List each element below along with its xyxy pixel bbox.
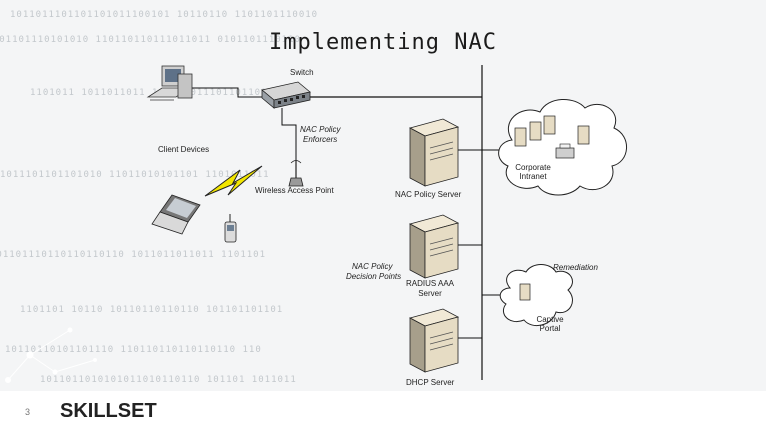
corporate-intranet-label-1: Corporate bbox=[515, 163, 551, 172]
remediation-cloud bbox=[499, 264, 573, 327]
binary-row: 1011101101101010 11011010101101 11010110… bbox=[0, 170, 270, 180]
captive-portal-server-icon bbox=[519, 283, 531, 301]
radius-label-2: Server bbox=[418, 289, 442, 298]
slide-title: Implementing NAC bbox=[269, 30, 497, 55]
client-devices-label: Client Devices bbox=[158, 145, 210, 154]
decision-points-label-2: Decision Points bbox=[346, 272, 402, 281]
skillset-logo-mark bbox=[5, 327, 97, 383]
nac-enforcers-label-1: NAC Policy bbox=[300, 125, 341, 134]
intranet-servers-icon bbox=[514, 115, 590, 159]
switch-label: Switch bbox=[290, 68, 314, 77]
binary-row: 1011011010101011010110110 101101 1011011 bbox=[40, 375, 297, 385]
lightning-icon bbox=[204, 165, 263, 197]
dhcp-server-icon bbox=[408, 308, 460, 373]
decision-points-label-1: NAC Policy bbox=[352, 262, 393, 271]
switch-ap-link bbox=[281, 108, 297, 160]
switch-icon bbox=[261, 81, 311, 109]
nac-policy-server-icon bbox=[408, 118, 460, 187]
binary-row: 1101101 10110 10110110110110 10110110110… bbox=[20, 305, 284, 315]
radius-label-1: RADIUS AAA bbox=[405, 279, 454, 288]
remediation-label: Remediation bbox=[553, 263, 598, 272]
corporate-intranet-label-2: Intranet bbox=[519, 172, 547, 181]
laptop-icon bbox=[151, 194, 201, 235]
dhcp-server-label: DHCP Server bbox=[406, 378, 455, 387]
binary-row: 10110110101101110 110110110110110110 110 bbox=[5, 345, 262, 355]
desktop-computer-icon bbox=[146, 65, 193, 101]
slide-footer bbox=[0, 391, 766, 431]
binary-row: 1011011101101101011100101 10110110 11011… bbox=[10, 10, 319, 20]
captive-portal-label-1: Captive bbox=[536, 315, 564, 324]
captive-portal-label-2: Portal bbox=[539, 324, 561, 333]
client-switch-link bbox=[190, 87, 262, 98]
nac-enforcers-label-2: Enforcers bbox=[303, 135, 338, 144]
page-number: 3 bbox=[25, 407, 31, 417]
binary-row: 10101101110101010 110110110111011011 010… bbox=[0, 35, 301, 45]
skillset-logo-text: SKILLSET bbox=[60, 400, 157, 422]
radius-server-icon bbox=[408, 214, 460, 279]
nac-policy-server-label: NAC Policy Server bbox=[395, 190, 462, 199]
wireless-access-point-icon bbox=[288, 160, 304, 187]
mobile-phone-icon bbox=[224, 214, 237, 243]
wireless-access-point-label: Wireless Access Point bbox=[255, 186, 334, 195]
binary-row: 101101110110110110110 1011011011011 1101… bbox=[0, 250, 266, 260]
